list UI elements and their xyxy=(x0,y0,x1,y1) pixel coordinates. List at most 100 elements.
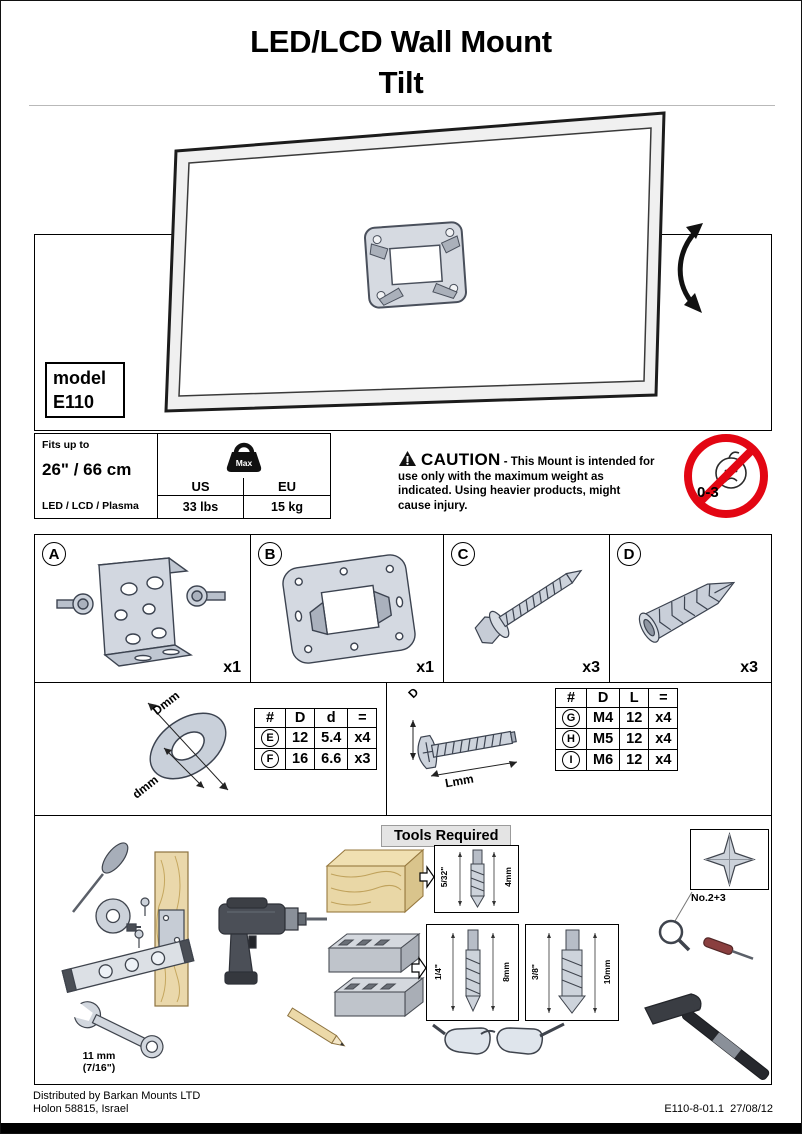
eu-label: EU xyxy=(244,478,330,496)
model-label: model xyxy=(53,368,107,388)
concrete-bricks-icon xyxy=(327,932,425,1018)
distributor-line-1: Distributed by Barkan Mounts LTD xyxy=(33,1090,201,1102)
document-code: E110-8-01.1 27/08/12 xyxy=(664,1103,773,1115)
part-a-badge: A xyxy=(42,542,66,566)
hardware-section: Dmm dmm # D d = E 12 5.4 x4 F 16 xyxy=(34,682,772,816)
bottom-bar xyxy=(1,1123,801,1133)
concrete-drill-bit-icon xyxy=(451,929,495,1013)
phillips-screwdriver-icon xyxy=(703,937,754,960)
hammer-icon xyxy=(644,993,770,1080)
safety-glasses-icon xyxy=(432,1022,565,1055)
tv-plate-illustration xyxy=(282,554,416,664)
distributor-line-2: Holon 58815, Israel xyxy=(33,1103,129,1115)
tools-section: Tools Required 5/32" 4mm xyxy=(34,815,772,1085)
panel-types-label: LED / LCD / Plasma xyxy=(42,500,139,512)
part-g-badge: G xyxy=(562,709,580,727)
part-i-badge: I xyxy=(562,751,580,769)
machine-screw-diagram xyxy=(410,720,518,777)
washers-panel: Dmm dmm # D d = E 12 5.4 x4 F 16 xyxy=(35,682,387,815)
part-c-qty: x3 xyxy=(582,659,600,676)
parts-list: A xyxy=(34,534,772,683)
part-d-badge: D xyxy=(617,542,641,566)
phillips-tip-icon xyxy=(703,831,756,888)
part-d-panel: D x3 xyxy=(610,535,767,682)
part-h-badge: H xyxy=(562,730,580,748)
tools-required-title: Tools Required xyxy=(381,825,512,847)
warning-icon xyxy=(399,451,416,466)
col-diameter: D xyxy=(585,688,621,708)
part-f-badge: F xyxy=(261,750,279,768)
screw-table-header: # D L = xyxy=(555,688,679,708)
wall-mount-plate-icon xyxy=(363,221,467,309)
wood-plank-icon xyxy=(325,848,425,914)
wrench-size-inch: (7/16") xyxy=(82,1062,116,1074)
model-value: E110 xyxy=(53,392,95,412)
distributor-info: Distributed by Barkan Mounts LTD Holon 5… xyxy=(33,1090,200,1116)
arrow-right-icon xyxy=(411,956,427,980)
table-row: G M4 12 x4 xyxy=(555,707,679,729)
part-e-badge: E xyxy=(261,729,279,747)
caution-title: CAUTION xyxy=(398,451,501,468)
wrench-size-mm: 11 mm xyxy=(82,1050,116,1062)
pencil-icon xyxy=(286,1007,346,1047)
arrow-right-icon xyxy=(419,865,435,889)
kettlebell-icon xyxy=(226,442,262,472)
caution-text: - This Mount is intended for use only wi… xyxy=(398,456,655,512)
col-qty: = xyxy=(347,708,378,728)
wall-anchor-illustration xyxy=(638,581,736,643)
wrench-size-label: 11 mm (7/16") xyxy=(71,1050,127,1074)
us-weight: 33 lbs xyxy=(158,496,244,518)
phillips-tip-box xyxy=(690,829,769,890)
part-b-qty: x1 xyxy=(416,659,434,676)
part-b-panel: B x1 xyxy=(251,535,444,682)
caution-word: CAUTION xyxy=(421,450,501,469)
concrete-bit1-size-inch: 1/4" xyxy=(433,964,443,980)
prohibition-icon xyxy=(684,434,768,518)
drill-icon xyxy=(218,897,327,985)
concrete-bit1-size-mm: 8mm xyxy=(501,962,511,982)
tape-measure-icon xyxy=(95,898,141,934)
part-b-badge: B xyxy=(258,542,282,566)
part-a-qty: x1 xyxy=(223,659,241,676)
weight-table: US EU 33 lbs 15 kg xyxy=(158,478,330,518)
table-row: F 16 6.6 x3 xyxy=(254,748,378,770)
col-id: # xyxy=(555,688,587,708)
tools-illustrations xyxy=(61,842,770,1080)
wood-stud-icon xyxy=(134,851,189,1007)
table-row: E 12 5.4 x4 xyxy=(254,727,378,749)
tilt-arrow-icon xyxy=(677,223,703,313)
table-row: H M5 12 x4 xyxy=(555,728,679,750)
washer-table-header: # D d = xyxy=(254,708,378,728)
lag-screw-illustration xyxy=(474,569,583,644)
concrete-bit2-size-inch: 3/8" xyxy=(530,964,540,980)
screws-panel: D Lmm # D L = G M4 12 x4 H M5 12 xyxy=(387,682,771,815)
col-length: L xyxy=(619,688,650,708)
washer-table: # D d = E 12 5.4 x4 F 16 6.6 x3 xyxy=(254,708,378,770)
concrete-drill-bit-large-icon xyxy=(547,929,597,1014)
screw-table: # D L = G M4 12 x4 H M5 12 x4 xyxy=(555,688,679,771)
part-c-badge: C xyxy=(451,542,475,566)
specs-weight-panel: Max US EU 33 lbs 15 kg xyxy=(158,434,330,518)
table-row: I M6 12 x4 xyxy=(555,749,679,771)
concrete-drill-bit-box-small: 1/4" 8mm xyxy=(426,924,519,1021)
us-label: US xyxy=(158,478,244,496)
title-line-2: Tilt xyxy=(378,65,424,100)
wood-drill-bit-icon xyxy=(458,849,496,908)
caution-note: CAUTION - This Mount is intended for use… xyxy=(398,450,656,513)
col-qty: = xyxy=(648,688,679,708)
wood-drill-bit-box: 5/32" 4mm xyxy=(434,845,519,913)
phillips-size-label: No.2+3 xyxy=(691,892,726,904)
max-label: Max xyxy=(235,458,253,468)
tv-with-mount-illustration xyxy=(164,111,666,413)
col-inner-d: d xyxy=(314,708,349,728)
age-range-label: 0-3 xyxy=(697,484,719,501)
no-toddlers-sign: 0-3 xyxy=(682,432,770,520)
spirit-level-icon xyxy=(61,938,195,993)
page-title: LED/LCD Wall Mount Tilt xyxy=(1,21,801,103)
max-screen-size: 26" / 66 cm xyxy=(42,460,132,479)
specs-box: Fits up to 26" / 66 cm LED / LCD / Plasm… xyxy=(34,433,331,519)
model-box: model E110 xyxy=(45,362,125,418)
part-a-panel: A xyxy=(35,535,251,682)
max-weight-icon: Max xyxy=(158,434,330,478)
wall-bracket-illustration xyxy=(56,557,226,667)
